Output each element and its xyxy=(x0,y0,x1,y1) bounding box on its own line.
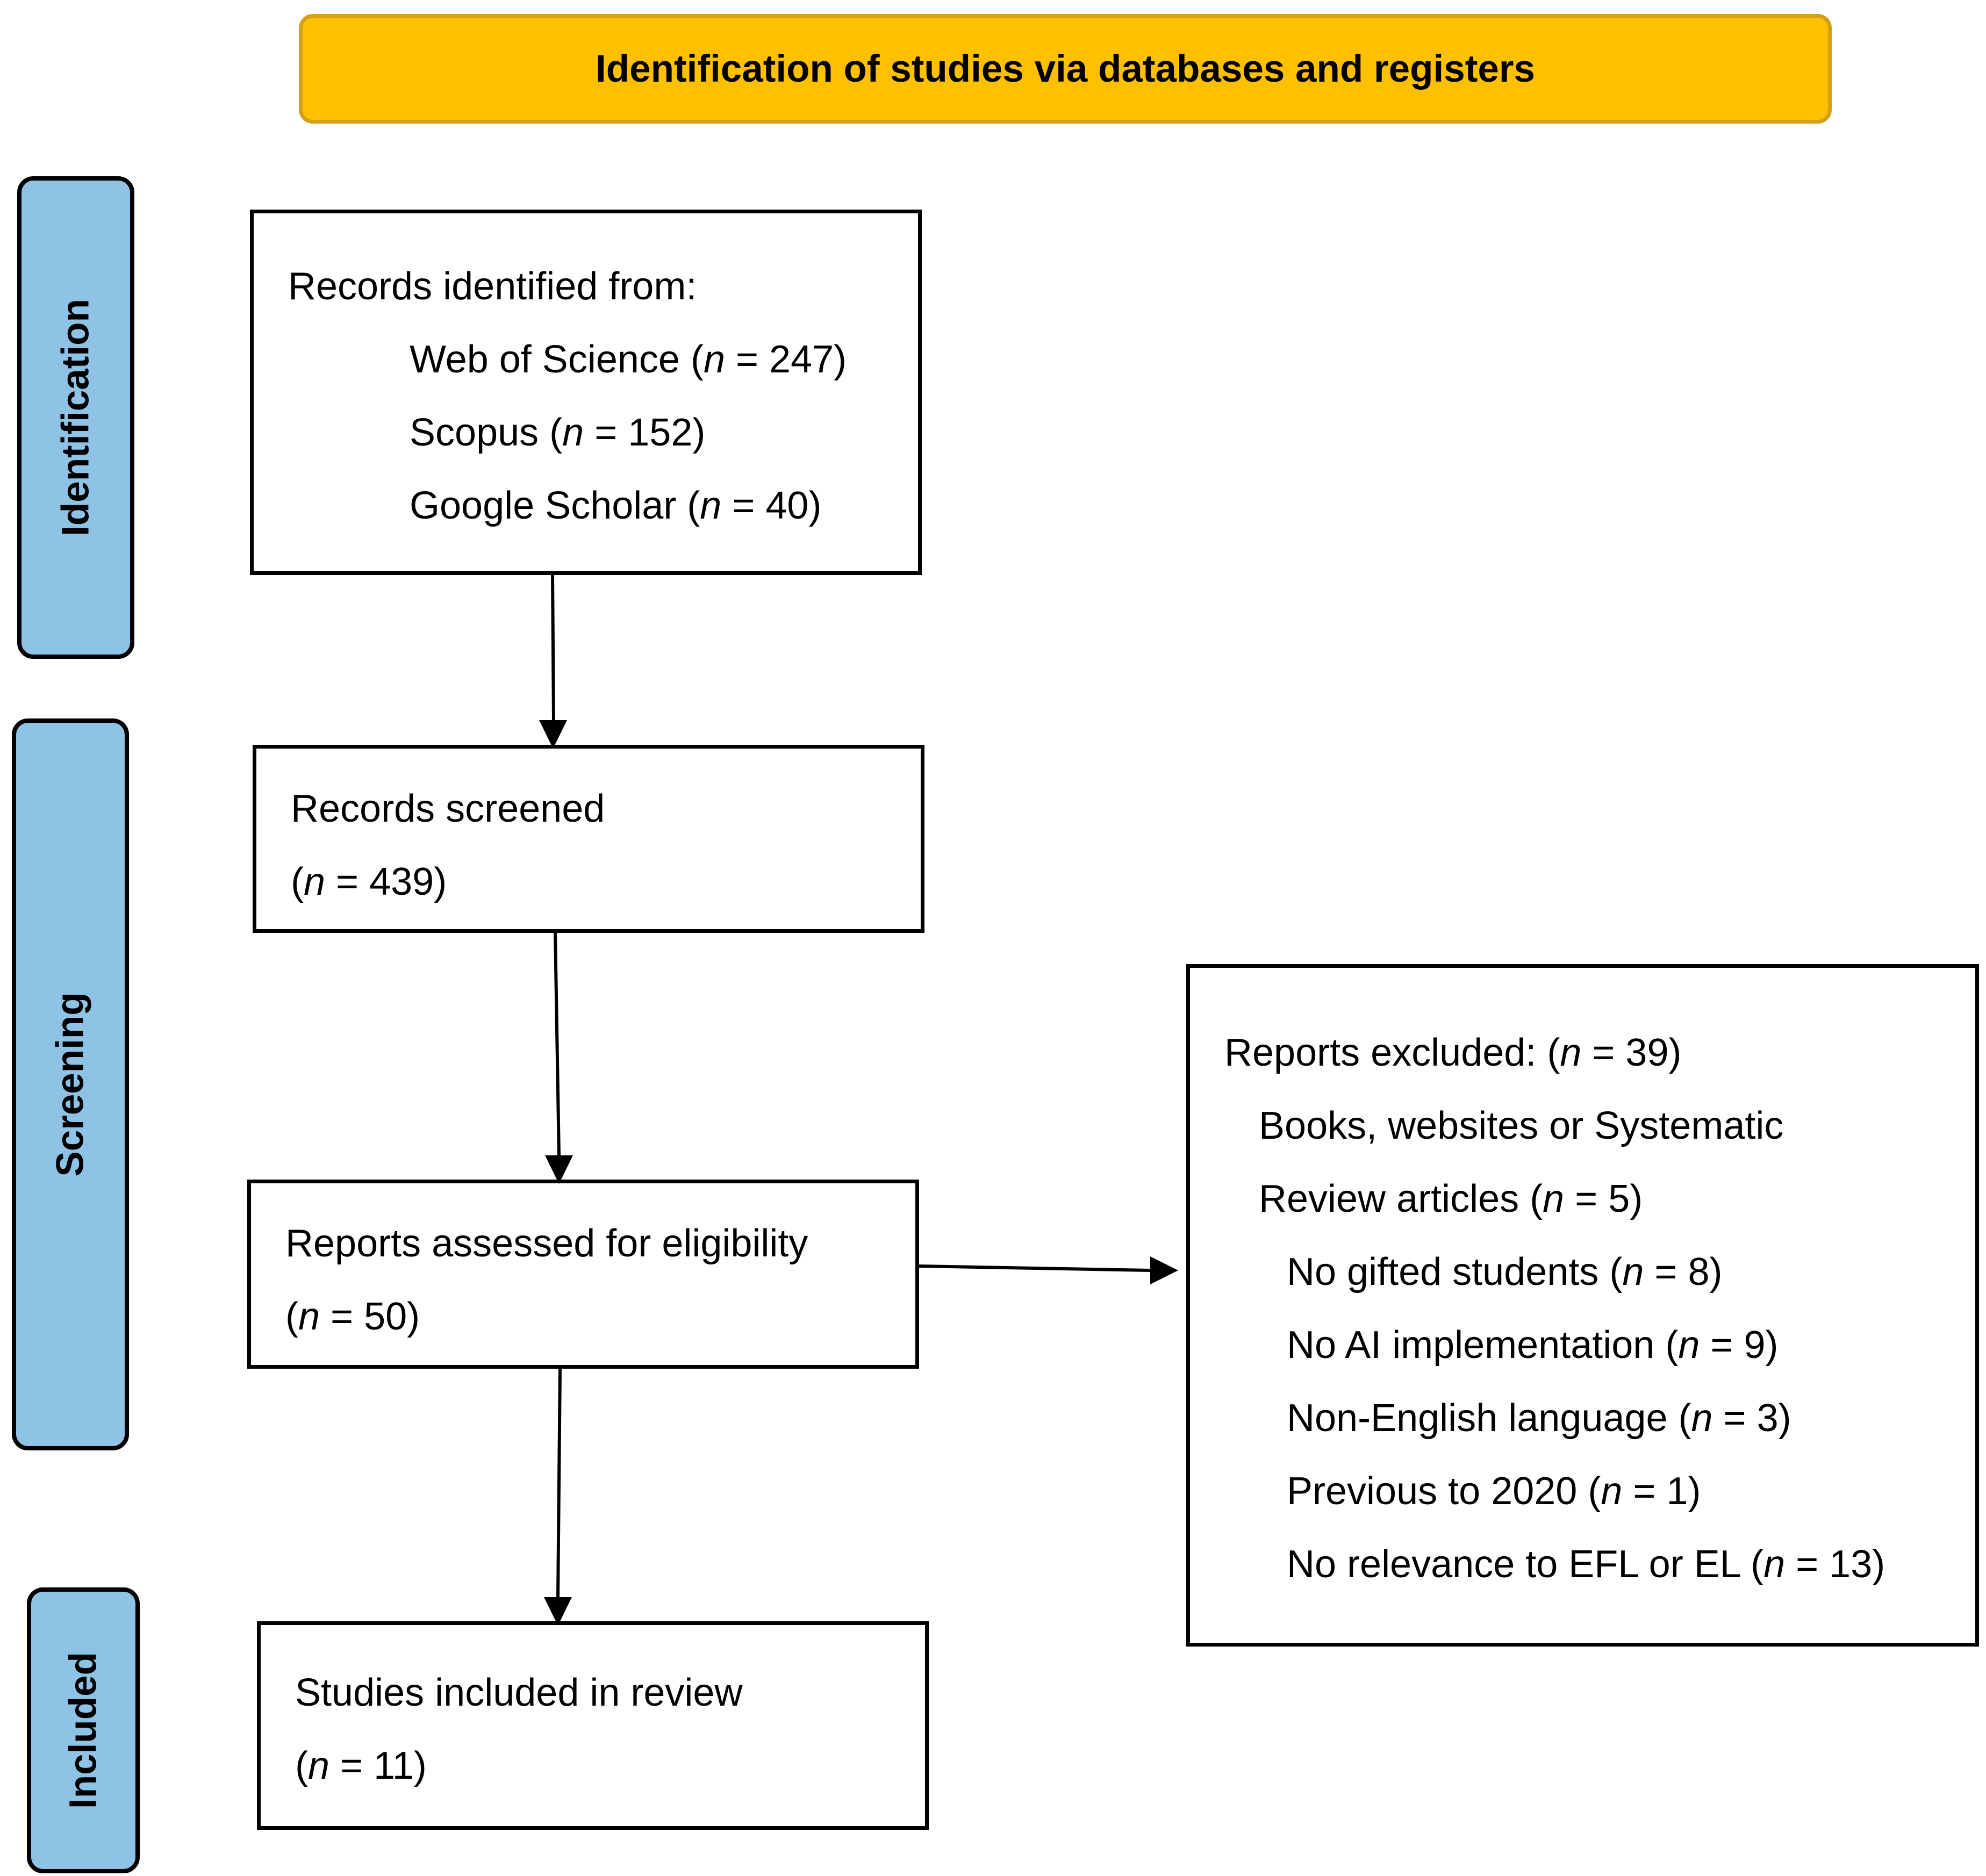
excluded-reason: No relevance to EFL or EL (n = 13) xyxy=(1287,1543,1885,1586)
reports-assessed-heading: Reports assessed for eligibility xyxy=(285,1222,808,1265)
stage-included: Included xyxy=(27,1587,140,1873)
arrow-assessed-to-excluded xyxy=(919,1256,1178,1284)
records-screened-box: Records screened (n = 439) xyxy=(253,745,924,933)
reports-excluded-box: Reports excluded: (n = 39) Books, websit… xyxy=(1186,964,1979,1647)
header-banner: Identification of studies via databases … xyxy=(299,14,1832,124)
excluded-line-books: Books, websites or Systematic xyxy=(1259,1104,1784,1147)
arrow-screened-to-assessed xyxy=(545,932,573,1184)
arrowhead-icon xyxy=(545,1155,573,1184)
excluded-heading: Reports excluded: (n = 39) xyxy=(1224,1031,1682,1074)
source-scopus: Scopus (n = 152) xyxy=(410,411,706,454)
arrowhead-icon xyxy=(544,1597,572,1626)
source-google-scholar: Google Scholar (n = 40) xyxy=(410,484,822,527)
excluded-reason: No AI implementation (n = 9) xyxy=(1287,1324,1779,1367)
records-screened-count: (n = 439) xyxy=(291,860,447,903)
records-screened-heading: Records screened xyxy=(291,787,605,830)
records-identified-heading: Records identified from: xyxy=(288,265,697,308)
studies-included-box: Studies included in review (n = 11) xyxy=(257,1621,929,1830)
arrow-assessed-to-included xyxy=(544,1368,572,1626)
excluded-reason: Previous to 2020 (n = 1) xyxy=(1287,1470,1701,1513)
reports-assessed-box: Reports assessed for eligibility (n = 50… xyxy=(247,1180,919,1369)
arrowhead-icon xyxy=(539,720,567,749)
source-web-of-science: Web of Science (n = 247) xyxy=(410,338,847,381)
excluded-reason: Non-English language (n = 3) xyxy=(1287,1397,1791,1440)
records-identified-box: Records identified from: Web of Science … xyxy=(250,210,922,575)
header-title: Identification of studies via databases … xyxy=(596,47,1535,90)
stage-screening: Screening xyxy=(12,718,129,1450)
reports-assessed-count: (n = 50) xyxy=(285,1295,420,1338)
stage-identification: Identification xyxy=(17,176,134,659)
excluded-line-review: Review articles (n = 5) xyxy=(1259,1177,1643,1220)
excluded-reason: No gifted students (n = 8) xyxy=(1287,1250,1723,1293)
studies-included-heading: Studies included in review xyxy=(295,1671,743,1714)
studies-included-count: (n = 11) xyxy=(295,1744,427,1787)
arrowhead-icon xyxy=(1150,1256,1178,1284)
arrow-identified-to-screened xyxy=(539,574,567,749)
